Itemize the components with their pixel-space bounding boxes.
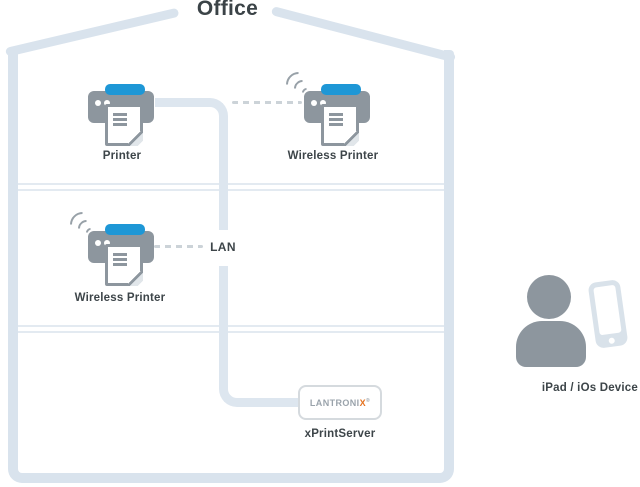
xprintserver-label: xPrintServer: [304, 428, 376, 440]
wireless-link-dashed-line: [154, 245, 203, 248]
printer-tray: [105, 84, 145, 95]
lan-label: LAN: [210, 240, 236, 254]
xprintserver-box: LANTRONIX®: [298, 385, 382, 420]
wireless-printer-icon: [280, 66, 370, 146]
printer-paper: [105, 244, 143, 286]
person-icon: [516, 321, 586, 367]
diagram-title: Office: [196, 0, 259, 20]
printer-label: Printer: [102, 150, 142, 162]
floor-divider: [18, 325, 444, 327]
printer-led: [320, 100, 326, 106]
paper-fold: [128, 271, 143, 286]
wireless-printer-label: Wireless Printer: [287, 150, 379, 162]
ipad-device-label: iPad / iOs Device: [541, 382, 638, 394]
person-icon: [527, 275, 571, 319]
floor-divider: [18, 183, 444, 185]
tablet-icon: [587, 279, 629, 349]
floor-divider: [18, 189, 444, 191]
office-building-outline: [8, 50, 454, 483]
tablet-home-button: [608, 337, 616, 345]
printer-icon: [88, 84, 154, 146]
lantronix-logo: LANTRONIX®: [309, 397, 371, 408]
floor-divider: [18, 331, 444, 333]
printer-tray: [321, 84, 361, 95]
printer-led: [104, 100, 110, 106]
printer-led: [95, 240, 101, 246]
printer-paper: [321, 104, 359, 146]
printer-led: [104, 240, 110, 246]
wireless-printer-icon: [64, 206, 154, 286]
printer-tray: [105, 224, 145, 235]
tablet-screen: [593, 284, 622, 336]
lan-trunk-lower: [219, 266, 300, 407]
wireless-link-dashed-line: [232, 101, 302, 104]
printer-led: [311, 100, 317, 106]
printer-led: [95, 100, 101, 106]
paper-fold: [128, 131, 143, 146]
lan-trunk-upper: [155, 98, 228, 230]
paper-fold: [344, 131, 359, 146]
printer-paper: [105, 104, 143, 146]
wireless-printer-label: Wireless Printer: [74, 292, 166, 304]
